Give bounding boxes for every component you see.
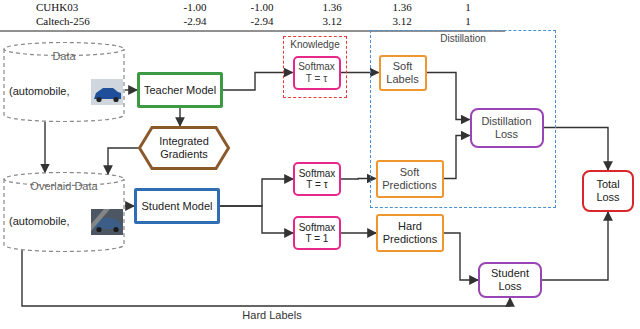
process-box: Soft Predictions <box>376 160 444 198</box>
data-cylinder: Data (automobile, <box>3 42 125 122</box>
table-cell: 1 <box>465 1 471 13</box>
process-box: Student Model <box>134 188 220 224</box>
arrow-connector <box>125 89 137 90</box>
node-label: Integrated Gradients <box>154 135 214 160</box>
node-label: Softmax T = τ <box>298 168 336 191</box>
table-cell: 1.36 <box>392 1 411 13</box>
table-cell: -1.00 <box>184 1 207 13</box>
region-title: Knowledge <box>284 39 346 51</box>
process-box: Soft Labels <box>379 55 427 91</box>
cylinder-body <box>4 49 124 122</box>
class-label: (automobile, <box>9 85 70 98</box>
car-photo <box>91 79 123 105</box>
class-label: (automobile, <box>9 215 70 228</box>
arrow-connector <box>544 128 609 171</box>
table-cell: 3.12 <box>322 15 341 27</box>
cylinder-body <box>4 179 124 252</box>
car-wheel <box>96 97 101 102</box>
process-box: Total Loss <box>582 170 634 212</box>
table-cell: -2.94 <box>251 15 274 27</box>
node-label: Soft Predictions <box>381 166 439 191</box>
gradient-overlay <box>91 209 110 231</box>
table-cell: 3.12 <box>392 15 411 27</box>
edge-label: Hard Labels <box>240 309 303 321</box>
arrow-connector <box>44 122 45 173</box>
node-label: Hard Predictions <box>381 220 439 245</box>
process-box: Distillation Loss <box>470 108 544 148</box>
group-region: DistillationSoft LabelsDistillation Loss… <box>370 30 556 208</box>
dataset-title: Overlaid Data <box>30 180 97 193</box>
process-box: Student Loss <box>478 262 542 298</box>
process-box: Hard Predictions <box>376 214 444 252</box>
group-region: KnowledgeSoftmax T = τ <box>283 36 347 98</box>
arrow-connector <box>542 212 608 280</box>
car-wheel <box>96 227 101 232</box>
node-label: Student Loss <box>483 267 537 292</box>
arrow-connector <box>341 232 376 233</box>
arrow-connector <box>22 250 510 306</box>
arrow-connector <box>220 179 293 206</box>
arrow-connector <box>444 233 478 280</box>
arrow-connector <box>444 136 470 179</box>
process-box: Teacher Model <box>137 72 223 108</box>
table-cell: Caltech-256 <box>36 15 90 27</box>
region-title: Distillation <box>371 33 555 45</box>
arrow-connector <box>108 148 138 174</box>
node-label: Softmax T = 1 <box>298 222 336 245</box>
table-cell: CUHK03 <box>36 1 78 13</box>
arrow-connector <box>179 108 180 126</box>
arrow-connector <box>220 206 293 233</box>
process-box: Softmax T = τ <box>293 56 341 90</box>
data-cylinder: Overlaid Data (automobile, <box>3 172 125 252</box>
arrow-connector <box>427 73 470 120</box>
node-label: Softmax T = τ <box>298 61 336 84</box>
table-cell: 1 <box>465 15 471 27</box>
cylinder-shape <box>4 173 124 252</box>
node-label: Student Model <box>142 200 213 213</box>
node-label: Soft Labels <box>384 60 422 85</box>
hexagon-shape <box>140 128 229 169</box>
process-box: Softmax T = τ <box>293 162 341 196</box>
car-wheel <box>113 97 118 102</box>
overlaid-car-photo <box>91 209 123 235</box>
photo-ground <box>91 79 123 105</box>
process-hexagon: Integrated Gradients <box>138 126 230 170</box>
node-label: Distillation Loss <box>475 115 539 140</box>
dataset-title: Data <box>52 50 75 63</box>
photo-ground <box>91 209 123 235</box>
node-label: Teacher Model <box>144 84 216 97</box>
cylinder-shape <box>4 43 124 122</box>
table-cell: 1.36 <box>322 1 341 13</box>
table-cell: -2.94 <box>184 15 207 27</box>
arrow-connector <box>125 205 134 206</box>
process-box: Softmax T = 1 <box>293 216 341 250</box>
car-wheel <box>113 227 118 232</box>
table-cell: -1.00 <box>251 1 274 13</box>
node-label: Total Loss <box>587 178 629 203</box>
